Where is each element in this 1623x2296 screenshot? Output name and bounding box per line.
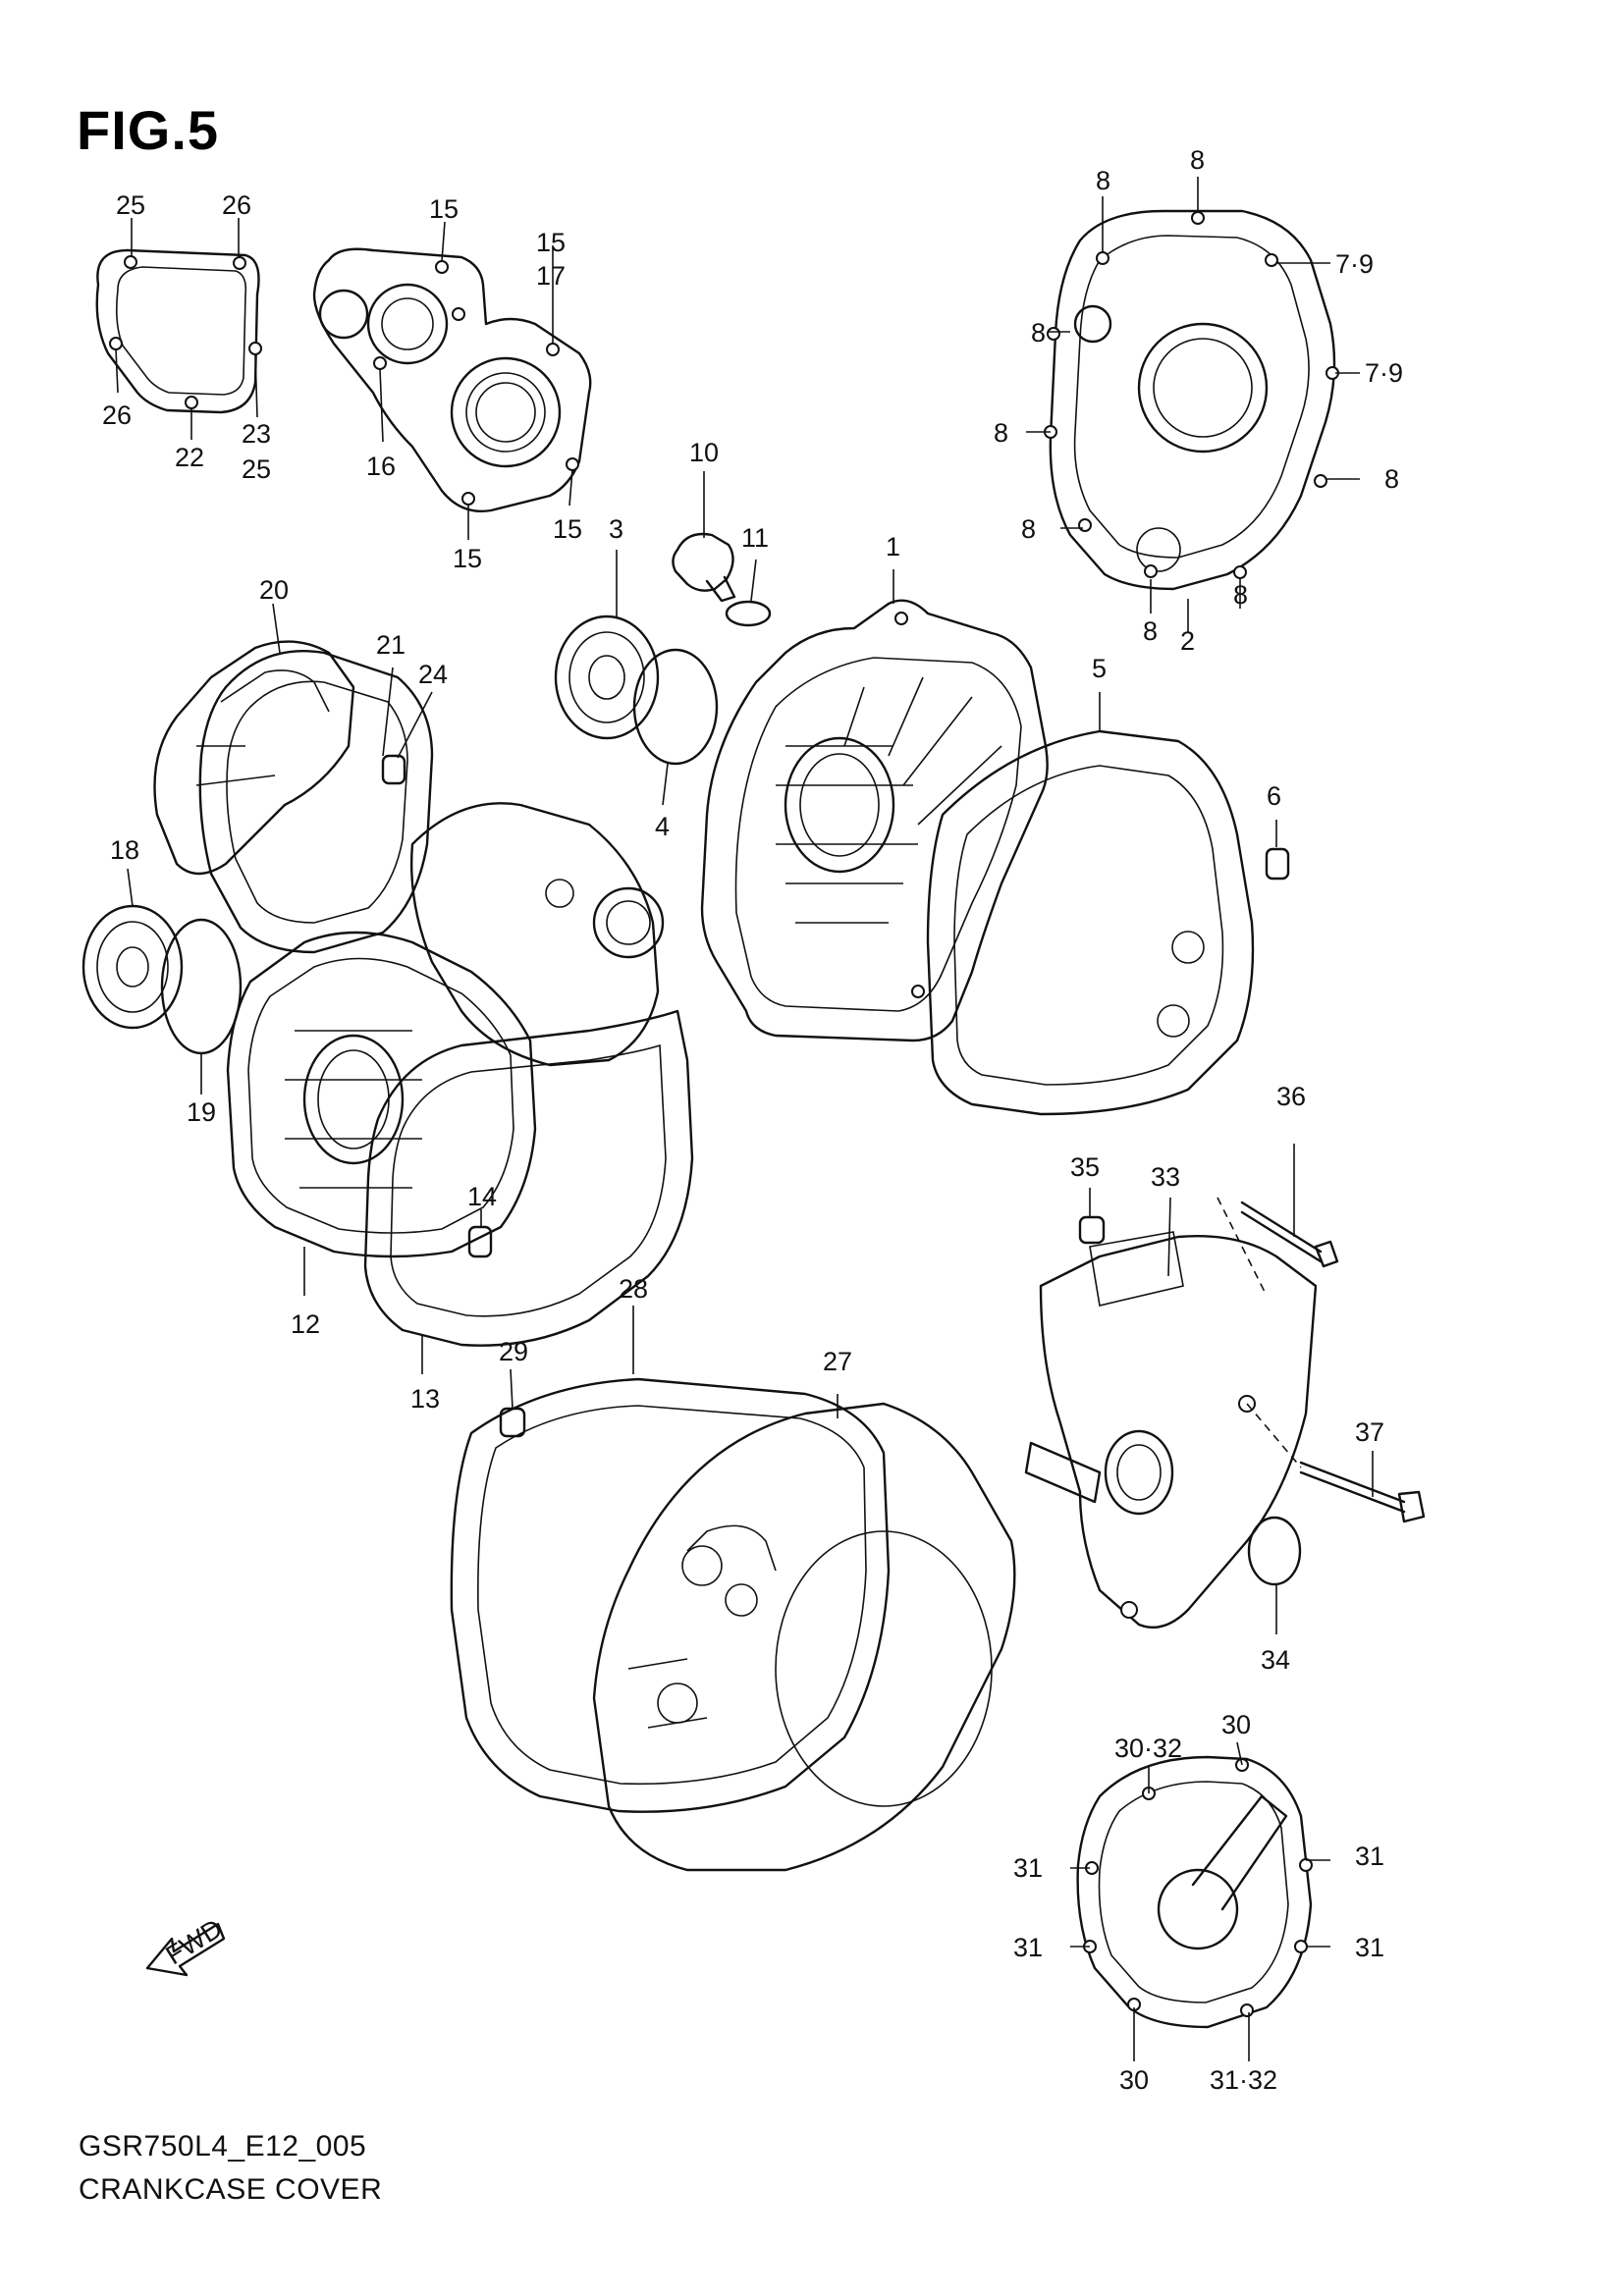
label-8: 8 (1233, 580, 1248, 610)
water-pump-cover-small (95, 248, 262, 414)
label-8: 8 (1190, 145, 1205, 175)
label-31: 31 (1355, 1842, 1384, 1871)
label-3: 3 (609, 514, 623, 544)
label-24: 24 (418, 660, 448, 689)
label-1: 1 (886, 532, 900, 561)
label-25: 25 (116, 190, 145, 220)
forward-arrow-label: FWD (161, 1913, 228, 1970)
label-5: 5 (1092, 654, 1107, 683)
oil-seal-18 (81, 904, 184, 1030)
label-22: 22 (175, 443, 204, 472)
oil-seal-3 (554, 614, 660, 740)
label-6: 6 (1267, 781, 1281, 811)
label-33: 33 (1151, 1162, 1180, 1192)
label-8: 8 (994, 418, 1008, 448)
label-20: 20 (259, 575, 289, 605)
clutch-cover (1044, 209, 1339, 591)
o-ring-19 (160, 918, 243, 1055)
leader-lines (115, 177, 1374, 2061)
label-26: 26 (102, 400, 132, 430)
label-34: 34 (1261, 1645, 1290, 1675)
label-30-32: 30·32 (1114, 1734, 1182, 1763)
label-26: 26 (222, 190, 251, 220)
label-13: 13 (410, 1384, 440, 1414)
bolt-37 (1299, 1461, 1426, 1523)
label-35: 35 (1070, 1152, 1100, 1182)
cover-20 (153, 640, 355, 876)
label-2: 2 (1180, 626, 1195, 656)
label-16: 16 (366, 452, 396, 481)
label-8: 8 (1021, 514, 1036, 544)
label-37: 37 (1355, 1417, 1384, 1447)
water-pump-body (312, 247, 592, 512)
label-27: 27 (823, 1347, 852, 1376)
label-25: 25 (242, 454, 271, 484)
label-23: 23 (242, 419, 271, 449)
dowel-pin-6 (1265, 847, 1290, 881)
label-8: 8 (1384, 464, 1399, 494)
label-11: 11 (741, 523, 769, 553)
guide-dash-37 (1246, 1403, 1302, 1468)
label-15: 15 (536, 228, 566, 257)
gasket-5 (926, 729, 1255, 1116)
label-14: 14 (467, 1182, 497, 1211)
label-15: 15 (453, 544, 482, 573)
label-15: 15 (429, 194, 459, 224)
label-7-9: 7·9 (1365, 358, 1403, 388)
label-8: 8 (1096, 166, 1110, 195)
label-8: 8 (1031, 318, 1046, 347)
gasket-21 (198, 649, 434, 954)
label-8: 8 (1143, 616, 1158, 646)
label-10: 10 (689, 438, 719, 467)
figure-name: CRANKCASE COVER (79, 2173, 383, 2206)
part-number-labels: 25 26 26 22 23 25 15 15 17 16 15 15 8 8 … (102, 145, 1403, 2095)
sprocket-cover-33 (1024, 1231, 1318, 1629)
label-36: 36 (1276, 1082, 1306, 1111)
oil-filler-cap (672, 532, 736, 603)
label-31: 31 (1013, 1933, 1043, 1962)
gasket-28 (450, 1377, 891, 1813)
forward-arrow-icon: FWD (145, 1913, 228, 1977)
gasket-13 (363, 1009, 694, 1347)
guide-dash-36 (1217, 1197, 1268, 1297)
dowel-pin-14 (467, 1225, 493, 1258)
label-31-32: 31·32 (1210, 2065, 1277, 2095)
label-30: 30 (1119, 2065, 1149, 2095)
label-18: 18 (110, 835, 139, 865)
o-ring-4 (632, 648, 719, 766)
label-12: 12 (291, 1309, 320, 1339)
cap-34 (1247, 1516, 1302, 1586)
figure-title: FIG.5 (77, 99, 220, 161)
label-30: 30 (1221, 1710, 1251, 1739)
bolt-36 (1240, 1201, 1339, 1268)
dowel-pin-35 (1078, 1215, 1106, 1245)
label-19: 19 (187, 1097, 216, 1127)
o-ring-11 (725, 600, 772, 627)
generator-cover-inner (409, 802, 665, 1067)
label-15: 15 (553, 514, 582, 544)
starter-cover-30 (1076, 1755, 1313, 2029)
generator-cover-27 (592, 1402, 1016, 1872)
figure-code: GSR750L4_E12_005 (79, 2130, 367, 2163)
label-7-9: 7·9 (1335, 249, 1374, 279)
label-17: 17 (536, 261, 566, 291)
dowel-pin-24 (381, 754, 406, 785)
label-31: 31 (1013, 1853, 1043, 1883)
label-21: 21 (376, 630, 406, 660)
label-4: 4 (655, 812, 670, 841)
label-28: 28 (619, 1274, 648, 1304)
crankcase-cover-main (700, 599, 1049, 1042)
label-31: 31 (1355, 1933, 1384, 1962)
label-29: 29 (499, 1337, 528, 1366)
